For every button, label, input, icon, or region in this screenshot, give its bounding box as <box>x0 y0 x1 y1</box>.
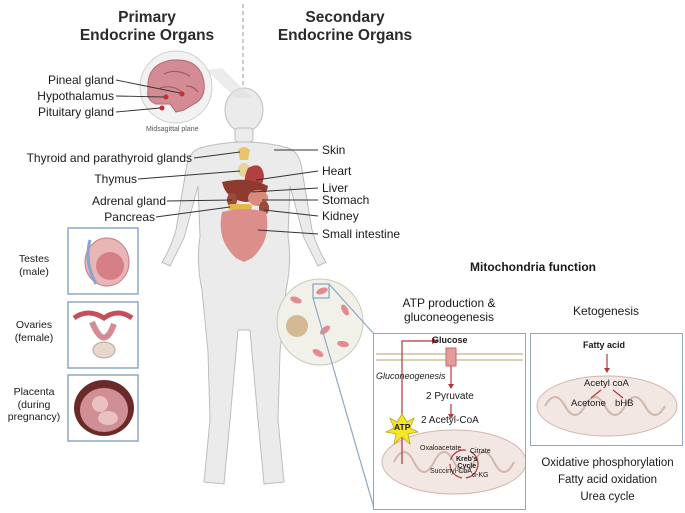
zoom-connector-head <box>206 68 252 98</box>
label-midsagittal: Midsagittal plane <box>146 126 199 133</box>
succinyl-label: Succinyl-CoA <box>430 468 473 475</box>
label-testes-line1: Testes <box>18 253 50 265</box>
hypothalamus-dot <box>163 94 169 100</box>
leader-lines <box>115 79 319 235</box>
atp-burst <box>384 413 420 446</box>
primary-heading-line2: Endocrine Organs <box>79 27 215 44</box>
primary-heading-line1: Primary <box>118 9 176 26</box>
keto-panel-graphics <box>536 354 678 437</box>
label-ovaries: Ovaries (female) <box>6 319 62 344</box>
acetyl-coa-keto-label: Acetyl coA <box>584 378 629 389</box>
keto-panel: Fatty acid Acetyl coA Acetone bHB <box>530 333 683 446</box>
atp-title: ATP production & gluconeogenesis <box>374 296 524 324</box>
oxaloacetate-label: Oxaloacetate <box>420 445 462 452</box>
mito-function-list: Oxidative phosphorylation Fatty acid oxi… <box>530 455 685 506</box>
human-body <box>161 87 327 485</box>
acetyl-coa-label: 2 Acetyl-CoA <box>421 415 479 426</box>
label-placenta-line1: Placenta <box>13 386 55 398</box>
label-placenta-line3: pregnancy) <box>7 411 61 423</box>
atp-title-line2: gluconeogenesis <box>403 310 495 324</box>
label-stomach: Stomach <box>322 193 370 207</box>
placenta-image <box>74 380 134 436</box>
secondary-heading: Secondary Endocrine Organs <box>270 9 420 45</box>
function-item: Urea cycle <box>580 491 635 503</box>
label-thyroid: Thyroid and parathyroid glands <box>26 151 192 165</box>
intestine-organ <box>220 209 268 262</box>
glucose-label: Glucose <box>432 335 468 345</box>
pineal-dot <box>179 91 185 97</box>
bhb-label: bHB <box>615 398 634 409</box>
primary-heading: Primary Endocrine Organs <box>72 9 222 45</box>
label-hypothalamus: Hypothalamus <box>37 89 114 103</box>
thyroid-gland <box>238 147 250 160</box>
label-testes: Testes (male) <box>6 253 62 278</box>
organs <box>220 147 269 262</box>
krebs-label-line1: Kreb's <box>456 456 478 463</box>
atp-label: ATP <box>394 422 411 432</box>
label-pituitary: Pituitary gland <box>37 105 114 119</box>
krebs-label: Kreb's Cycle <box>456 456 478 470</box>
label-skin: Skin <box>322 143 346 157</box>
gluconeogenesis-label: Gluconeogenesis <box>376 371 446 381</box>
label-pancreas: Pancreas <box>104 210 155 224</box>
label-pineal: Pineal gland <box>47 73 114 87</box>
function-item: Oxidative phosphorylation <box>541 457 674 469</box>
secondary-heading-line1: Secondary <box>305 9 385 26</box>
label-ovaries-line1: Ovaries <box>15 319 53 331</box>
atp-panel: Glucose Gluconeogenesis 2 Pyruvate 2 Ace… <box>373 333 526 510</box>
atp-title-line1: ATP production & <box>402 296 496 310</box>
pituitary-dot <box>159 105 165 111</box>
krebs-label-line2: Cycle <box>457 463 477 470</box>
fatty-acid-label: Fatty acid <box>583 340 626 350</box>
secondary-heading-line2: Endocrine Organs <box>277 27 413 44</box>
label-testes-line2: (male) <box>19 265 49 278</box>
testes-image <box>84 237 130 287</box>
cell-nucleus <box>286 315 308 337</box>
label-kidney: Kidney <box>322 209 359 223</box>
pyruvate-label: 2 Pyruvate <box>426 391 474 402</box>
ovaries-image <box>72 310 134 359</box>
label-small-intestine: Small intestine <box>322 227 401 241</box>
keto-title: Ketogenesis <box>572 304 640 318</box>
label-placenta: Placenta (during pregnancy) <box>6 386 62 424</box>
brain-inset <box>139 50 213 124</box>
label-heart: Heart <box>322 164 352 178</box>
acetone-label: Acetone <box>571 398 606 409</box>
citrate-label: Citrate <box>470 448 491 455</box>
label-liver: Liver <box>322 181 349 195</box>
pancreas-organ <box>228 204 252 210</box>
label-adrenal: Adrenal gland <box>91 194 166 208</box>
label-ovaries-line2: (female) <box>14 331 54 344</box>
label-thymus: Thymus <box>94 172 137 186</box>
label-placenta-line2: (during <box>17 398 51 411</box>
mito-title: Mitochondria function <box>470 260 596 274</box>
function-item: Fatty acid oxidation <box>557 474 658 486</box>
akg-label: α-KG <box>472 472 489 479</box>
atp-panel-graphics <box>376 338 525 495</box>
